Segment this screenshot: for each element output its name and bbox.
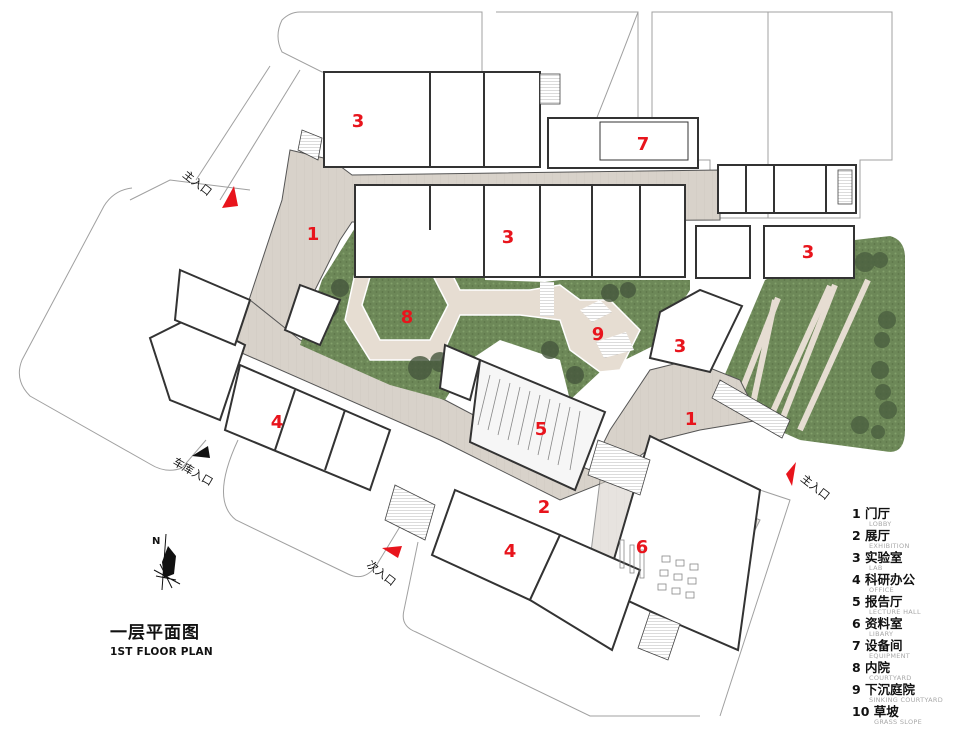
- stairs: [297, 73, 853, 661]
- plan-title-en: 1ST FLOOR PLAN: [110, 646, 213, 658]
- lecture-seating: [477, 374, 581, 471]
- room-label-courtyard: 8: [401, 307, 414, 328]
- legend: 1 门厅 LOBBY 2 展厅 EXHIBITION 3 实验室 LAB 4 科…: [852, 506, 960, 728]
- north-label: N: [152, 536, 161, 547]
- lab-center: [354, 184, 686, 278]
- entrance-arrow-icon: [786, 462, 796, 486]
- entrance-arrow-icon: [222, 186, 238, 208]
- entrance-arrow-icon: [192, 446, 210, 458]
- room-label-lab-east: 3: [802, 242, 815, 263]
- rooms: [148, 71, 857, 652]
- plan-title: 一层平面图 1ST FLOOR PLAN: [110, 618, 213, 658]
- room-label-lab-center: 3: [502, 227, 515, 248]
- room-label-lab-north: 3: [352, 111, 365, 132]
- legend-item-grass-slope: 10 草坡 GRASS SLOPE: [852, 704, 923, 726]
- entrance-label: 主入口: [798, 472, 832, 503]
- office-west: [223, 363, 392, 492]
- legend-item-library: 6 资料室 LIBARY: [852, 616, 903, 638]
- entrance-main-east: 主入口: [786, 462, 832, 503]
- legend-item-sinking-courtyard: 9 下沉庭院 SINKING COURTYARD: [852, 682, 944, 704]
- legend-item-lab: 3 实验室 LAB: [852, 550, 903, 572]
- room-label-sinking-courtyard: 9: [592, 324, 605, 345]
- north-arrow-icon: [153, 533, 181, 591]
- grass-slope: [720, 236, 905, 452]
- legend-item-courtyard: 8 内院 COURTYARD: [852, 660, 912, 682]
- legend-item-lobby: 1 门厅 LOBBY: [852, 506, 892, 528]
- entrance-label: 主入口: [180, 168, 214, 199]
- entrance-secondary: 次入口: [364, 546, 402, 589]
- legend-item-office: 4 科研办公 OFFICE: [852, 572, 916, 594]
- room-label-office-south: 4: [504, 541, 517, 562]
- plan-title-cn: 一层平面图: [110, 623, 200, 643]
- library-stacks: [619, 539, 699, 599]
- room-label-office-west: 4: [271, 412, 284, 433]
- room-labels: 1 1 2 3 3 3 3 4 4 5 6 7 8 9: [271, 111, 815, 562]
- legend-item-equipment: 7 设备间 EQUIPMENT: [852, 638, 911, 660]
- entrance-main-west: 主入口: [180, 168, 238, 208]
- room-label-lobby-west: 1: [307, 224, 320, 245]
- entrance-garage: 车库入口: [171, 446, 216, 489]
- entrance-label: 车库入口: [171, 454, 216, 488]
- lab-east: [763, 225, 855, 279]
- lab-southeast: [648, 288, 744, 374]
- room-label-lobby-east: 1: [685, 409, 698, 430]
- site-outlines: [18, 11, 893, 717]
- entrance-arrow-icon: [382, 546, 402, 558]
- room-label-library: 6: [636, 537, 649, 558]
- room-label-lecture-hall: 5: [535, 419, 548, 440]
- lab-north: [323, 71, 541, 168]
- legend-item-lecture-hall: 5 报告厅 LECTURE HALL: [852, 594, 921, 616]
- room-label-exhibition: 2: [538, 497, 551, 518]
- room-label-lab-southeast: 3: [674, 336, 687, 357]
- room-label-equipment: 7: [637, 134, 650, 155]
- legend-item-exhibition: 2 展厅 EXHIBITION: [852, 528, 910, 550]
- lecture-hall: [468, 358, 607, 492]
